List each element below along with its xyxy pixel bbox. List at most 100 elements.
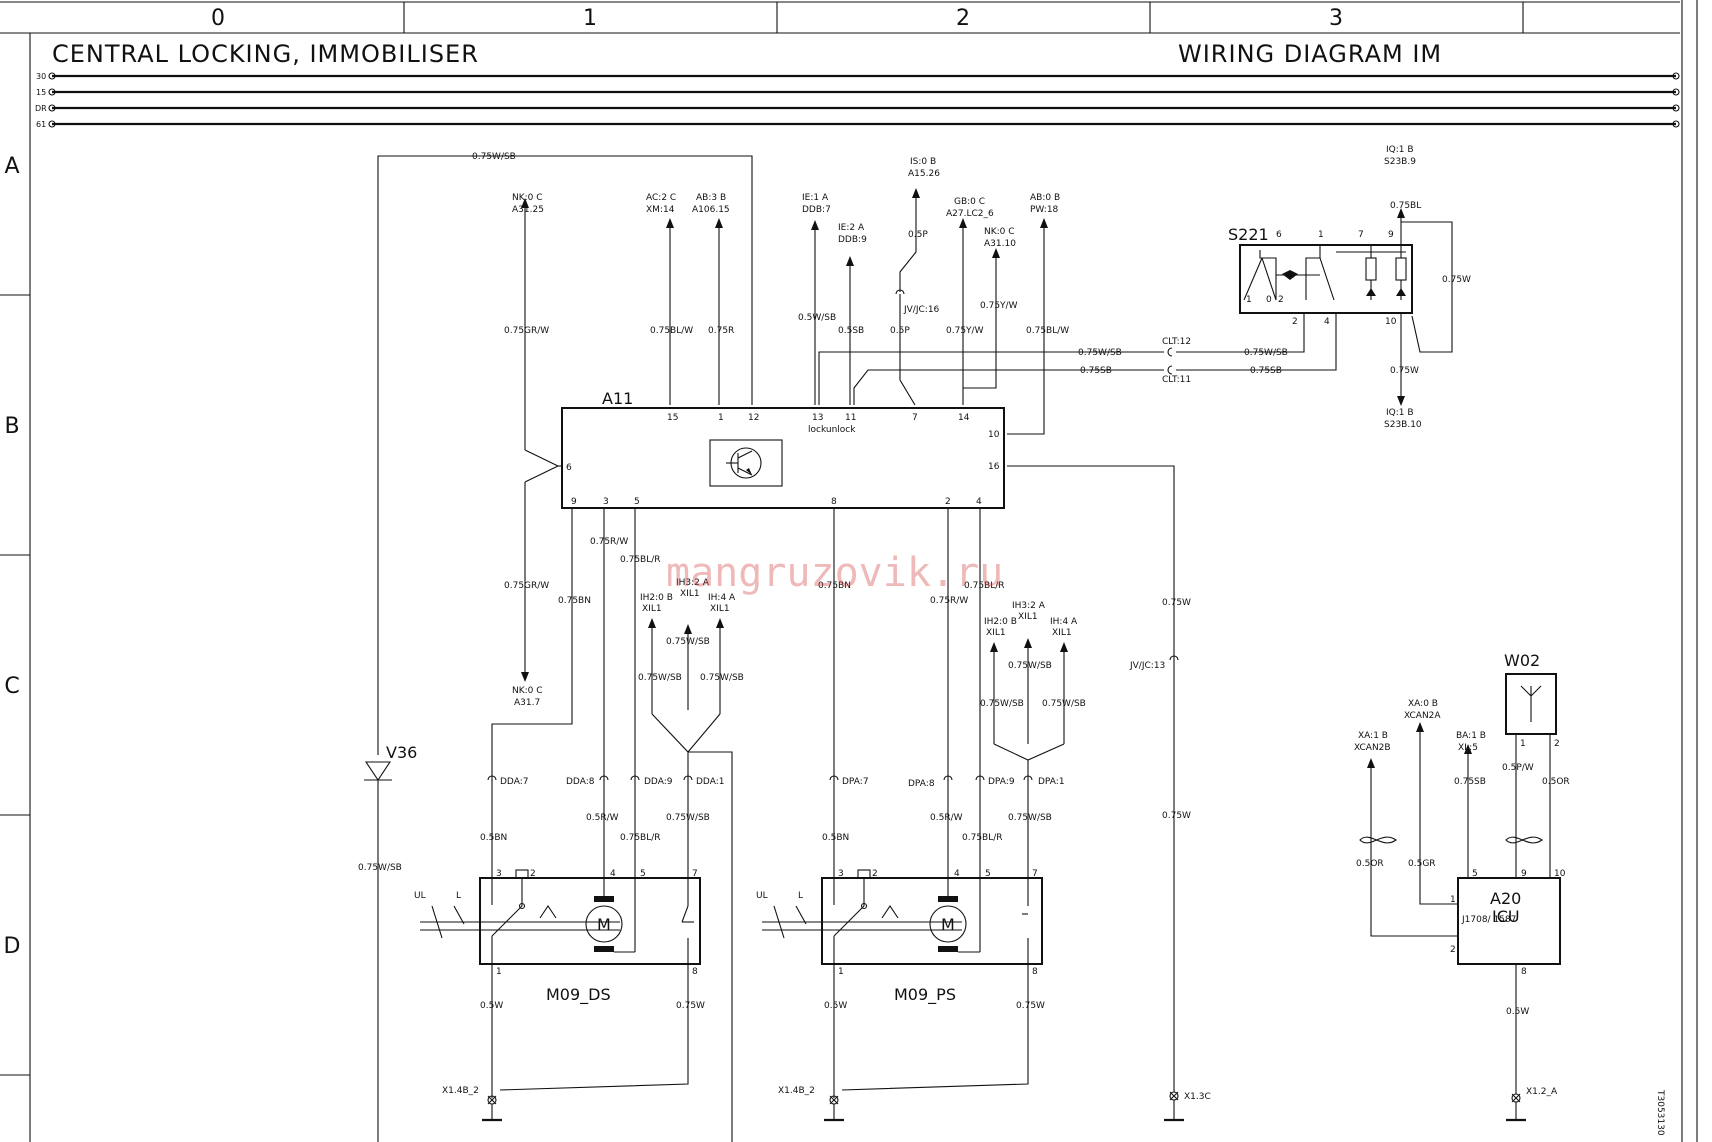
wire-label: 0.75W/SB [666,637,710,647]
s221-pin-9: 9 [1388,230,1394,240]
ref-ie1-a: IE:1 A [802,193,829,203]
a11-top-wiring [377,155,1337,1092]
bus-15-label: 15 [36,88,46,97]
wire-label: 0.75W [1016,1001,1045,1011]
m09-ps-label: M09_PS [894,985,956,1005]
ref-ih4-ds-a: IH:4 A [708,593,736,603]
s221-pin-7: 7 [1358,230,1364,240]
ref-iq-top-a: IQ:1 B [1386,145,1414,155]
w02-pin-1: 1 [1520,739,1526,749]
ref-nk-a31-10-b: A31.10 [984,239,1016,249]
wire-label: 0.5R/W [586,813,619,823]
wire-label: 0.75W/SB [358,863,402,873]
ref-nk-a31-25-b: A31.25 [512,205,544,215]
column-3: 3 [1329,6,1343,31]
s221-switch [1239,208,1453,406]
m09-ps-pin-7: 7 [1032,869,1038,879]
ref-ih2-ps-b: XIL1 [986,628,1006,638]
ref-ih2-ds-a: IH2:0 B [640,593,673,603]
bus-30-label: 30 [36,72,46,81]
wire-label: 0.75W/SB [1042,699,1086,709]
wire-label: 0.5BN [822,833,849,843]
diagram-title: CENTRAL LOCKING, IMMOBILISER [52,40,479,68]
s221-pos-2: 2 [1278,295,1284,305]
wire-label: 0.75W [1162,598,1191,608]
ref-ih3-ps-a: IH3:2 A [1012,601,1046,611]
m09-ps-pin-1: 1 [838,967,844,977]
a11-pin-9: 9 [571,497,577,507]
a11-label: A11 [602,389,633,408]
ref-nk-a31-10-a: NK:0 C [984,227,1015,237]
m09-ps-motor [762,869,1043,965]
wire-label: 0.75SB [1080,366,1112,376]
wire-label: 0.75W [1162,811,1191,821]
s221-pin-10: 10 [1385,317,1397,327]
wire-label: 0.75Y/W [980,301,1018,311]
m09-ds-pin-1: 1 [496,967,502,977]
a11-pin-14: 14 [958,413,970,423]
ref-nk-a31-7-b: A31.7 [514,698,540,708]
ref-ih4-ps-b: XIL1 [1052,628,1072,638]
a11-pin-13: 13 [812,413,823,423]
wire-label: 0.75W [1442,275,1471,285]
wire-label: 0.5SB [838,326,864,336]
wire-label: 0.5P [890,326,910,336]
ref-ih2-ps-a: IH2:0 B [984,617,1017,627]
column-1: 1 [583,6,597,31]
wire-label: 0.5OR [1542,777,1570,787]
wire-label: 0.5GR [1408,859,1436,869]
bus-61-label: 61 [36,120,46,129]
wire-label: 0.75W/SB [1008,813,1052,823]
s221-pos-0: 0 [1266,295,1272,305]
wire-label: 0.75BL/R [964,581,1005,591]
ref-ba1-b: XL:5 [1458,743,1478,753]
mid-ground-label: X1.3C [1184,1092,1211,1102]
watermark: mangruzovik.ru [666,550,1003,596]
m09-ps-pin-5: 5 [985,869,991,879]
a11-control-unit [561,407,1005,509]
v36-label: V36 [386,743,417,762]
a11-pin-2: 2 [945,497,951,507]
wire-label: 0.5BN [480,833,507,843]
m09-ds-pin-7: 7 [692,869,698,879]
document-id: T3053130 [1655,1089,1665,1136]
m09-ps-pin-4: 4 [954,869,960,879]
ref-ab-pw-a: AB:0 B [1030,193,1060,203]
bus-dr-label: DR [35,104,47,113]
wire-label: 0.75BL/W [1026,326,1069,336]
ref-ih2-ds-b: XIL1 [642,604,662,614]
connector-label: DDA:8 [566,777,595,787]
wire-label: 0.5OR [1356,859,1384,869]
ref-ie2-b: DDB:9 [838,235,867,245]
m09-ds-pin-3: 3 [496,869,502,879]
wire-label: 0.75SB [1454,777,1486,787]
a20-pin-5: 5 [1472,869,1478,879]
a11-pin-3: 3 [603,497,609,507]
connector-label: DDA:7 [500,777,528,787]
wire-labels: 0.75W/SB 0.75GR/W 0.75BL/W 0.75R 0.5W/SB… [358,152,1570,1017]
s221-pos-1: 1 [1246,295,1252,305]
wire-label: 0.75BN [558,596,591,606]
wire-label: 0.75BL [1390,201,1421,211]
wire-label: 0.75R [708,326,734,336]
m09-ds-ul-label: UL [414,891,426,901]
w02-antenna [1505,673,1557,746]
wire-label: 0.75W/SB [666,813,710,823]
a20-icu [1359,722,1561,1122]
ref-nk-a31-25-a: NK:0 C [512,193,543,203]
row-a: A [4,154,19,179]
wire-label: 0.75W/SB [700,673,744,683]
m09-ps-m-label: M [941,915,955,934]
a20-pin-10: 10 [1554,869,1566,879]
a11-pin-11: 11 [845,413,856,423]
a11-lockunlock-label: lockunlock [808,425,856,435]
wire-label: 0.75R/W [590,537,628,547]
ref-ba1-a: BA:1 B [1456,731,1486,741]
ref-ac-a: AC:2 C [646,193,676,203]
a20-pin-9: 9 [1521,869,1527,879]
wire-label: 0.5W [824,1001,847,1011]
m09-ps-l-label: L [798,891,803,901]
a11-pin-4: 4 [976,497,982,507]
m09-ps-pin-3: 3 [838,869,844,879]
